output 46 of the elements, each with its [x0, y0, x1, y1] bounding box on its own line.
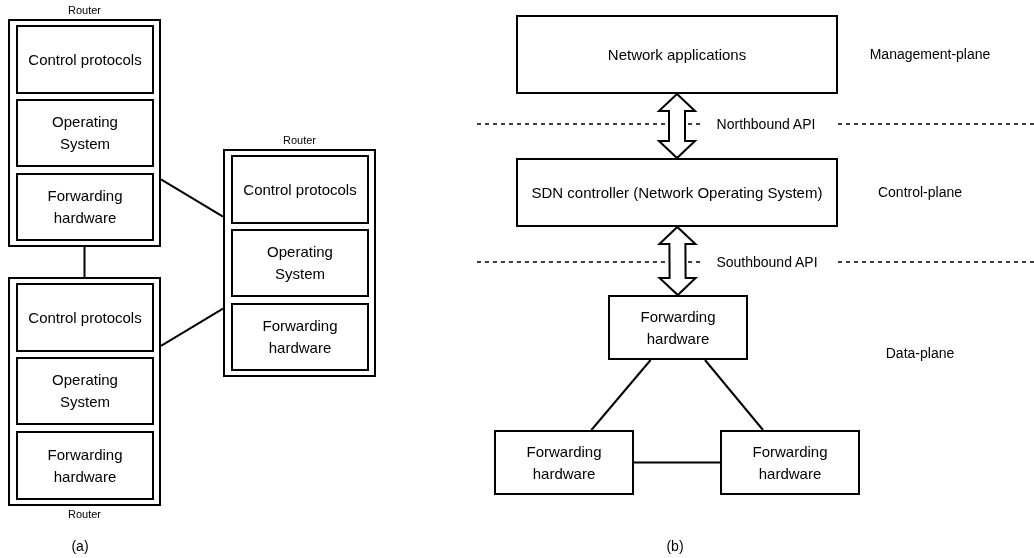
connector-line: [160, 307, 224, 347]
node-text: Forwarding hardware: [751, 441, 829, 484]
component-box: [16, 173, 154, 241]
component-box: [16, 25, 154, 94]
component-box: [516, 158, 838, 227]
node-text: SDN controller (Network Operating System): [530, 182, 824, 203]
api-label: Northbound API: [714, 116, 818, 132]
component-box: [16, 357, 154, 425]
double-arrow: [656, 225, 699, 297]
node-text: Control protocols: [27, 307, 143, 328]
node-text: Control protocols: [27, 49, 143, 70]
double-arrow: [656, 92, 698, 160]
panel-label: (a): [69, 538, 91, 554]
router-title: Router: [68, 4, 101, 16]
node-text: Network applications: [606, 44, 748, 65]
node-text: Forwarding hardware: [46, 444, 124, 487]
node-text: Forwarding hardware: [46, 186, 124, 228]
connector-line: [160, 178, 224, 218]
node-text: Operating System: [51, 370, 119, 412]
router-title: Router: [283, 134, 316, 146]
component-box: [231, 155, 369, 224]
component-box: [516, 15, 838, 94]
plane-label: Control-plane: [875, 184, 965, 200]
node-text: Operating System: [266, 242, 334, 284]
component-box: [231, 229, 369, 297]
node-text: Forwarding hardware: [525, 441, 603, 484]
component-box: [231, 303, 369, 371]
component-box: [608, 295, 748, 360]
component-box: [720, 430, 860, 495]
node-text: Operating System: [51, 112, 119, 154]
component-box: [16, 431, 154, 500]
connector-line: [633, 461, 721, 464]
plane-label: Management-plane: [867, 46, 993, 62]
component-box: [16, 283, 154, 352]
node-text: Forwarding hardware: [639, 306, 717, 349]
component-box: [16, 99, 154, 167]
node-text: Forwarding hardware: [261, 316, 339, 358]
plane-label: Data-plane: [883, 345, 957, 361]
panel-label: (b): [664, 538, 686, 554]
component-box: [494, 430, 634, 495]
node-text: Control protocols: [242, 179, 358, 200]
connector-line: [704, 359, 764, 431]
router-title: Router: [68, 508, 101, 520]
api-label: Southbound API: [714, 254, 820, 270]
connector-line: [590, 359, 652, 431]
connector-line: [83, 246, 86, 278]
